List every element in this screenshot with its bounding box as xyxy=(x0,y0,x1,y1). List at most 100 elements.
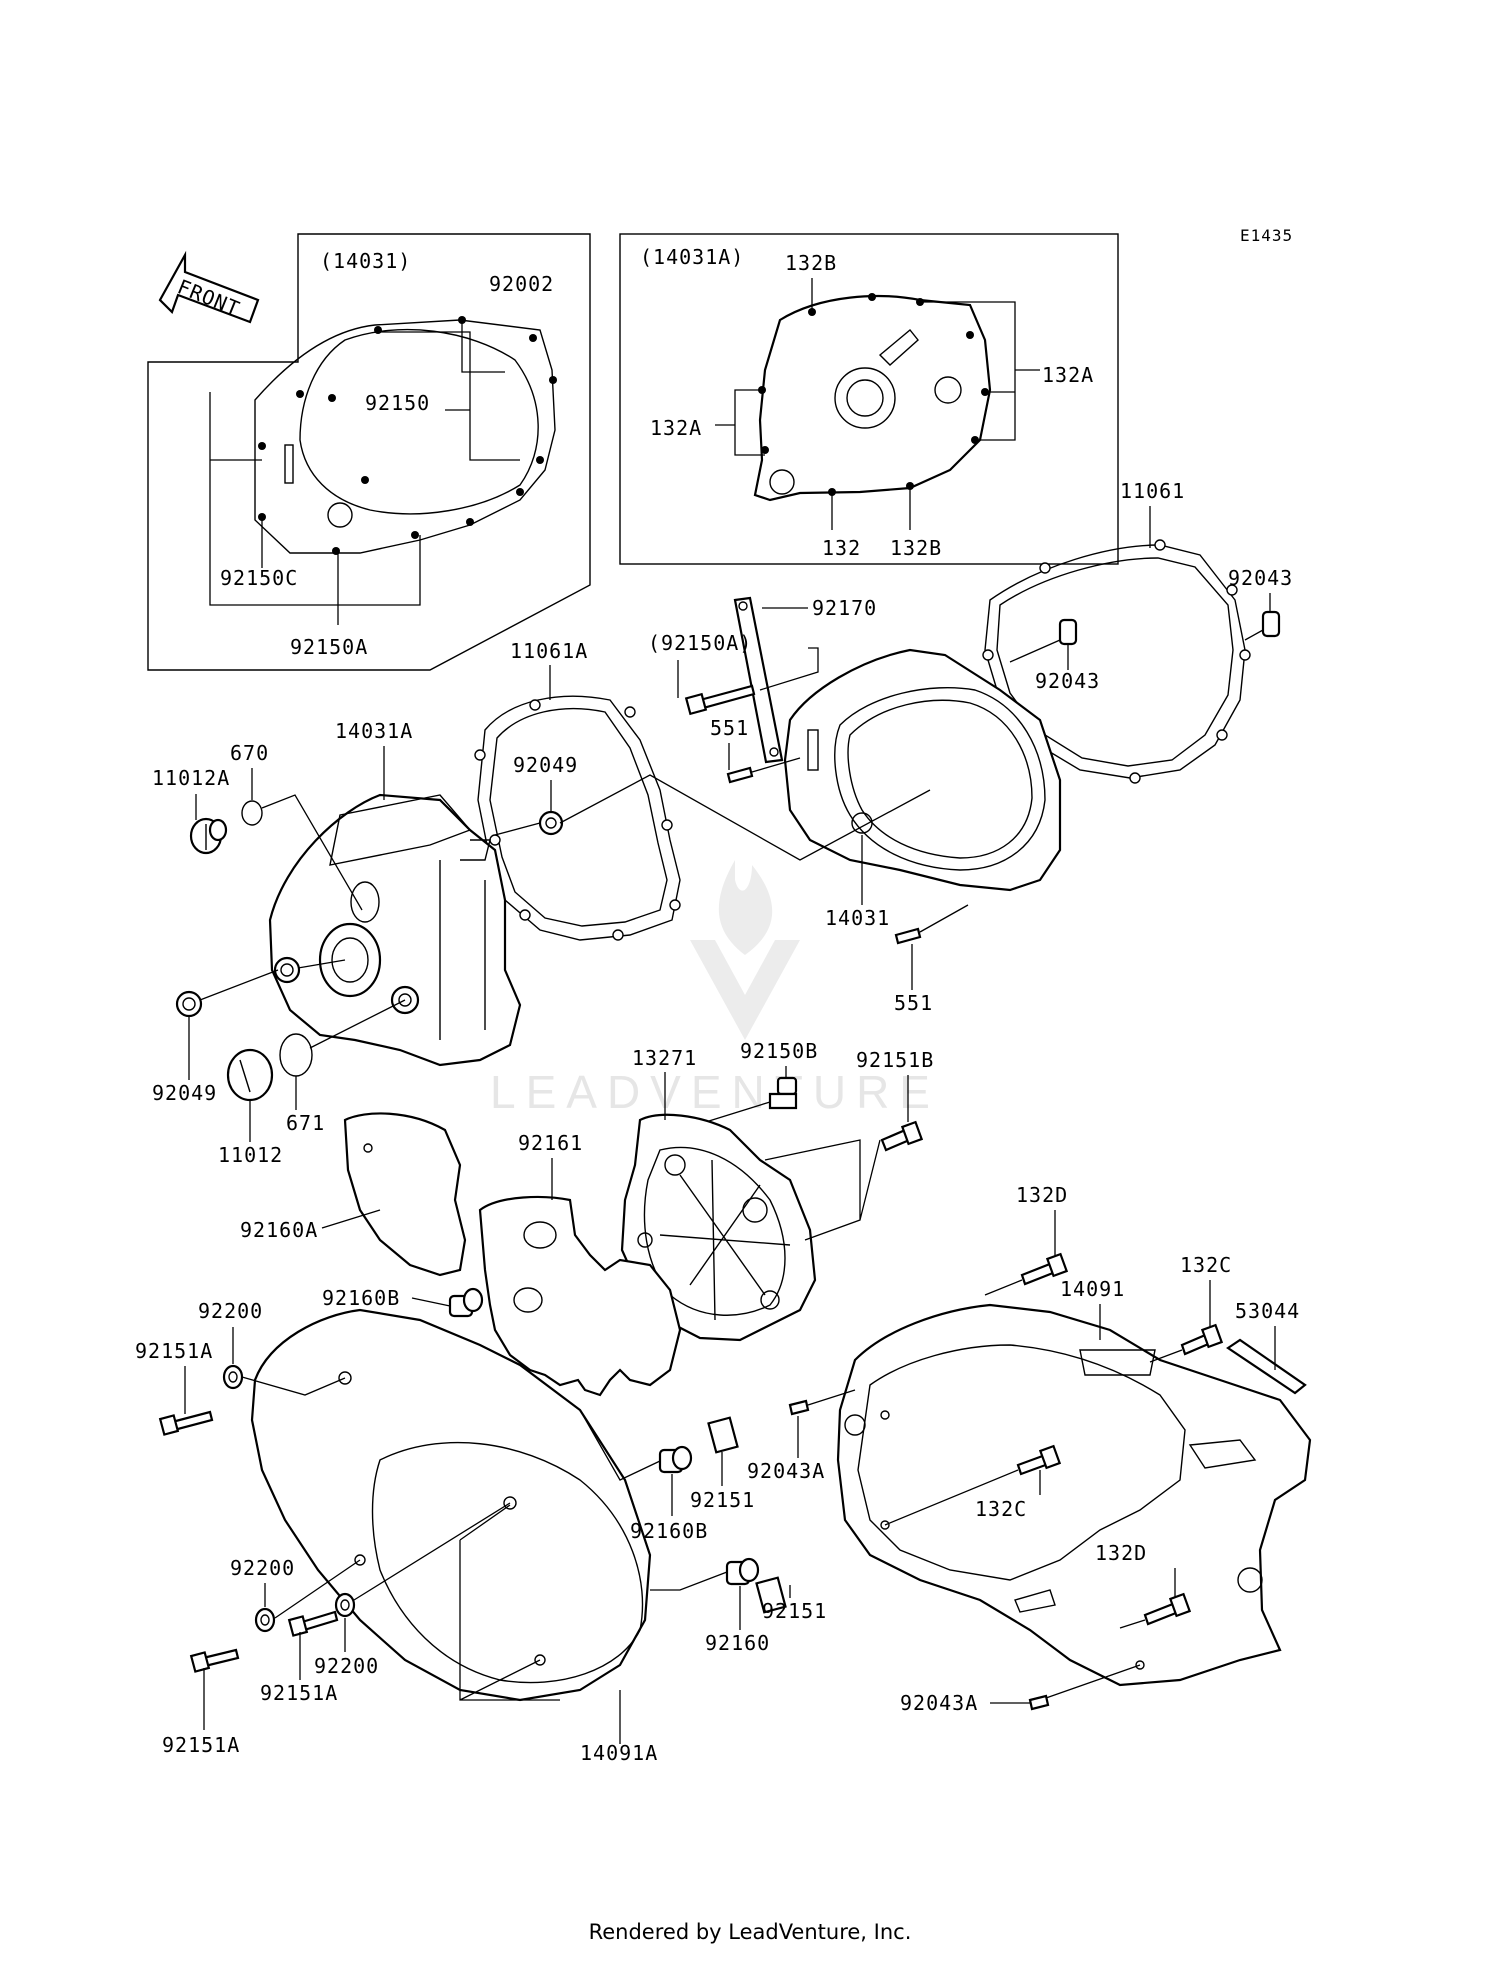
washer-92200-mid: 92200 xyxy=(230,1556,361,1633)
label-92043a-top: 92043A xyxy=(747,1459,825,1483)
gasket-14031-inset xyxy=(254,316,557,555)
bolt-132d-top: 132D xyxy=(984,1183,1069,1296)
label-92151-top: 92151 xyxy=(690,1488,755,1512)
label-92151-bottom: 92151 xyxy=(762,1599,827,1623)
bolt-92151a-left: 92151A xyxy=(135,1339,214,1436)
label-92200-top: 92200 xyxy=(198,1299,263,1323)
label-92043-mid: 92043 xyxy=(1035,669,1100,693)
label-11061: 11061 xyxy=(1120,479,1185,503)
damper-92160b-top: 92160B xyxy=(322,1286,484,1318)
dowel-92043a-top: 92043A xyxy=(747,1389,856,1483)
label-132d-bottom: 132D xyxy=(1095,1541,1147,1565)
rendered-by-footer: Rendered by LeadVenture, Inc. xyxy=(588,1920,912,1944)
leadventure-watermark: LEADVENTURE xyxy=(490,860,940,1118)
damper-92160: 92160 xyxy=(650,1557,770,1655)
plate-13271: 13271 xyxy=(620,1046,881,1342)
spacer-92151-bottom: 92151 xyxy=(755,1576,827,1623)
label-92150b: 92150B xyxy=(740,1039,818,1063)
watermark-text: LEADVENTURE xyxy=(490,1066,940,1118)
label-92160a: 92160A xyxy=(240,1218,318,1242)
label-92049-left: 92049 xyxy=(152,1081,217,1105)
dowel-92043-mid: 92043 xyxy=(1009,618,1100,693)
dowel-92043a-bottom: 92043A xyxy=(900,1664,1141,1715)
label-92150a: 92150A xyxy=(290,635,368,659)
label-132a-right: 132A xyxy=(1042,363,1094,387)
engine-cover-14031: 14031 xyxy=(783,648,1062,930)
bolt-92151a-bottom: 92151A xyxy=(162,1648,240,1757)
washer-92200-bottom: 92200 xyxy=(314,1502,511,1678)
label-92043-right: 92043 xyxy=(1228,566,1293,590)
bolt-92151b: 92151B xyxy=(856,1048,934,1152)
inset-box-14031: (14031) 92002 92150 92150C 92150A xyxy=(147,233,591,671)
dowel-92043-right: 92043 xyxy=(1228,566,1293,641)
label-92150a-paren: (92150A) xyxy=(648,631,752,655)
label-132a-left: 132A xyxy=(650,416,702,440)
label-14031a-group: (14031A) xyxy=(640,245,744,269)
front-arrow-icon: FRONT xyxy=(158,250,260,324)
label-132d-top: 132D xyxy=(1016,1183,1068,1207)
strip-53044: 53044 xyxy=(1226,1299,1307,1395)
bolt-132d-bottom: 132D xyxy=(1095,1541,1192,1629)
label-53044: 53044 xyxy=(1235,1299,1300,1323)
inset-box-14031a: (14031A) 132B 132A 132A 132 132B xyxy=(619,233,1119,565)
label-14031: 14031 xyxy=(825,906,890,930)
label-92161: 92161 xyxy=(518,1131,583,1155)
label-92200-mid: 92200 xyxy=(230,1556,295,1580)
bolt-132c-mid: 132C xyxy=(884,1444,1062,1526)
insulator-92160a: 92160A xyxy=(240,1112,467,1277)
dowel-551-top: 551 xyxy=(710,716,801,784)
label-11061a: 11061A xyxy=(510,639,588,663)
label-92150c: 92150C xyxy=(220,566,298,590)
label-132b-top: 132B xyxy=(785,251,837,275)
engine-cover-14031a-inset xyxy=(753,293,992,502)
plug-11012a: 11012A xyxy=(152,766,230,855)
label-92151a-left: 92151A xyxy=(135,1339,213,1363)
label-92151a-bottom: 92151A xyxy=(162,1733,240,1757)
damper-92160b-bottom: 92160B xyxy=(579,1409,708,1543)
label-14031a: 14031A xyxy=(335,719,413,743)
label-92160b-bottom: 92160B xyxy=(630,1519,708,1543)
label-14091: 14091 xyxy=(1060,1277,1125,1301)
label-92150: 92150 xyxy=(365,391,430,415)
label-132: 132 xyxy=(822,536,861,560)
bolt-132c-top: 132C xyxy=(1149,1253,1232,1363)
plug-11012: 11012 xyxy=(218,1048,283,1167)
label-132c-mid: 132C xyxy=(975,1497,1027,1521)
label-92151b: 92151B xyxy=(856,1048,934,1072)
label-132c-top: 132C xyxy=(1180,1253,1232,1277)
label-92200-bottom: 92200 xyxy=(314,1654,379,1678)
label-551-bottom: 551 xyxy=(894,991,933,1015)
gasket-11061a: 11061A xyxy=(474,639,681,941)
washer-92200-top: 92200 xyxy=(198,1299,346,1396)
label-11012: 11012 xyxy=(218,1143,283,1167)
insulator-92161: 92161 xyxy=(478,1131,682,1397)
spacer-92151-top: 92151 xyxy=(690,1416,755,1512)
engine-cover-14031a: 14031A xyxy=(268,719,522,1067)
seal-92049-left: 92049 xyxy=(152,956,346,1105)
o-ring-670: 670 xyxy=(230,741,363,911)
label-92043a-bottom: 92043A xyxy=(900,1691,978,1715)
seal-92049-top: 92049 xyxy=(494,753,931,861)
label-92151a-mid: 92151A xyxy=(260,1681,338,1705)
bolt-92150a-paren: (92150A) xyxy=(648,631,819,716)
label-14091a: 14091A xyxy=(580,1741,658,1765)
inner-cover-14091: 14091 xyxy=(836,1277,1312,1687)
dowel-551-bottom: 551 xyxy=(894,904,969,1015)
o-ring-671: 671 xyxy=(279,999,406,1135)
label-13271: 13271 xyxy=(632,1046,697,1070)
bracket-92170: 92170 xyxy=(733,596,877,764)
diagram-code: E1435 xyxy=(1240,226,1293,245)
bolt-92150b: 92150B xyxy=(679,1039,818,1131)
label-671: 671 xyxy=(286,1111,325,1135)
label-551-top: 551 xyxy=(710,716,749,740)
label-14031-group: (14031) xyxy=(320,249,411,273)
label-132b-bottom: 132B xyxy=(890,536,942,560)
label-92170: 92170 xyxy=(812,596,877,620)
label-11012a: 11012A xyxy=(152,766,230,790)
label-92160: 92160 xyxy=(705,1631,770,1655)
label-92002: 92002 xyxy=(489,272,554,296)
label-92049-top: 92049 xyxy=(513,753,578,777)
label-670: 670 xyxy=(230,741,269,765)
label-92160b-top: 92160B xyxy=(322,1286,400,1310)
